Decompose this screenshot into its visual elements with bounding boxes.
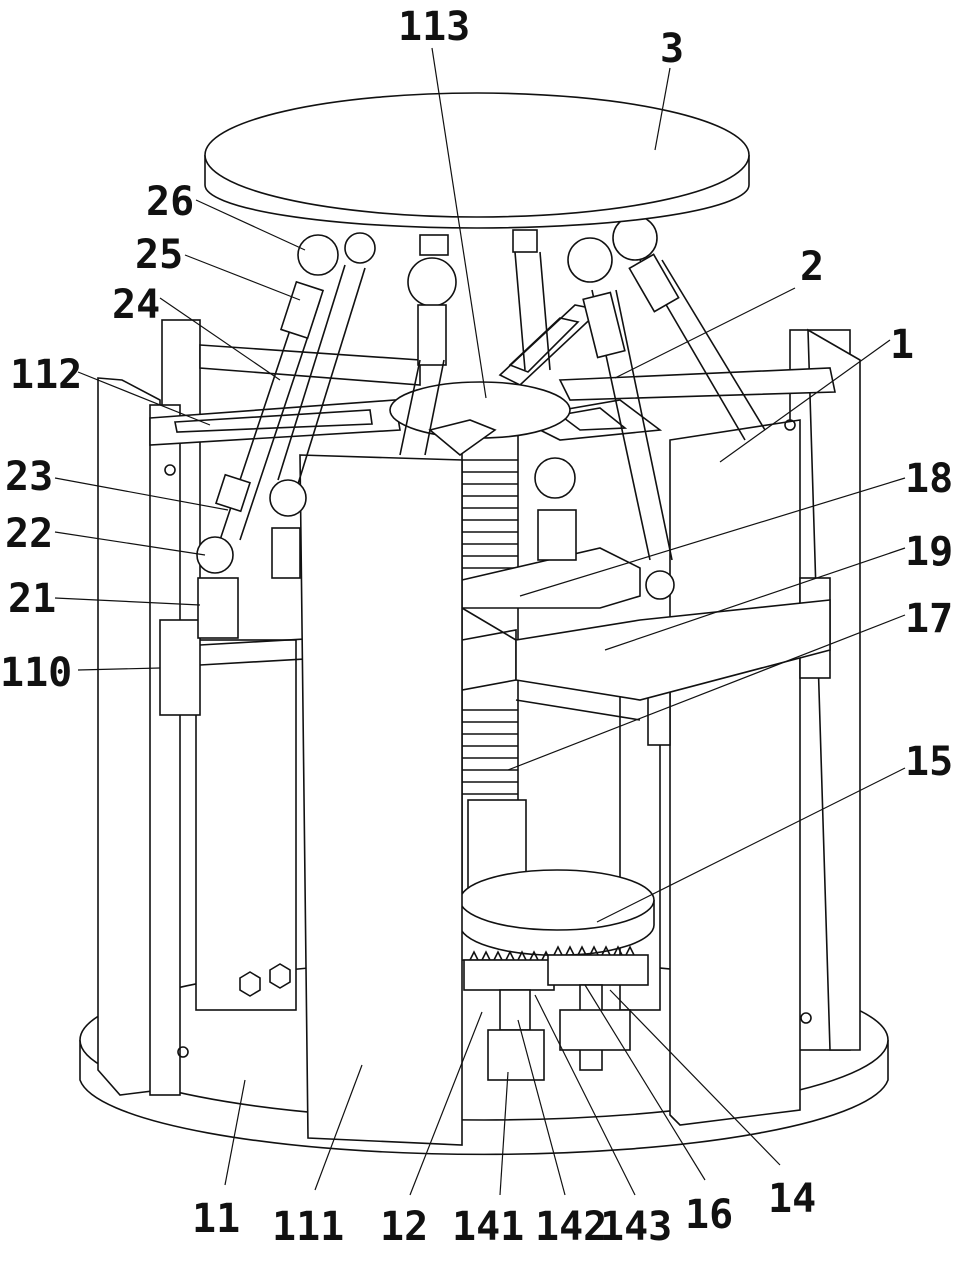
- label-113: 113: [398, 4, 470, 50]
- label-23: 23: [5, 454, 53, 500]
- label-19: 19: [905, 529, 953, 575]
- lower-disc: [460, 870, 654, 955]
- label-24: 24: [112, 282, 160, 328]
- label-25: 25: [135, 232, 183, 278]
- label-15: 15: [905, 739, 953, 785]
- label-142: 142: [535, 1204, 607, 1250]
- front-panel: [300, 455, 462, 1145]
- label-16: 16: [685, 1192, 733, 1238]
- label-2: 2: [800, 244, 824, 290]
- label-12: 12: [380, 1204, 428, 1250]
- label-3: 3: [660, 26, 684, 72]
- label-14: 14: [768, 1176, 816, 1222]
- label-22: 22: [5, 511, 53, 557]
- label-143: 143: [600, 1204, 672, 1250]
- label-112: 112: [10, 352, 82, 398]
- label-18: 18: [905, 456, 953, 502]
- label-141: 141: [452, 1204, 524, 1250]
- top-platform: [205, 93, 749, 228]
- label-11: 11: [192, 1196, 240, 1242]
- leg-right-b: [613, 216, 765, 440]
- label-110: 110: [0, 650, 72, 696]
- label-111: 111: [272, 1204, 344, 1250]
- label-21: 21: [8, 576, 56, 622]
- label-26: 26: [146, 179, 194, 225]
- label-1: 1: [890, 322, 914, 368]
- label-17: 17: [905, 596, 953, 642]
